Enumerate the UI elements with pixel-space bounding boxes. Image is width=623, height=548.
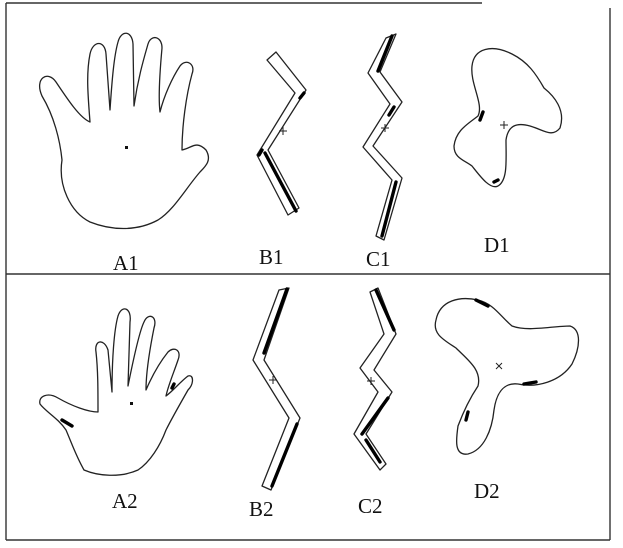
hand-shape-a2 <box>40 309 193 475</box>
label-d2: D2 <box>474 479 500 503</box>
blob-shape-d2 <box>435 299 578 455</box>
zigzag-shape-b2 <box>253 288 300 490</box>
zigzag-shape-c2 <box>354 288 396 470</box>
label-b1: B1 <box>259 245 284 269</box>
zigzag-shape-b1 <box>257 52 306 215</box>
centroid-marker <box>130 402 133 405</box>
label-a1: A1 <box>113 251 139 275</box>
label-c1: C1 <box>366 247 391 271</box>
label-b2: B2 <box>249 497 274 521</box>
centroid-marker <box>125 146 128 149</box>
hand-shape-a1 <box>40 33 209 228</box>
label-a2: A2 <box>112 489 138 513</box>
blob-shape-d1 <box>454 49 562 187</box>
label-c2: C2 <box>358 494 383 518</box>
zigzag-shape-c1 <box>363 34 402 240</box>
label-d1: D1 <box>484 233 510 257</box>
